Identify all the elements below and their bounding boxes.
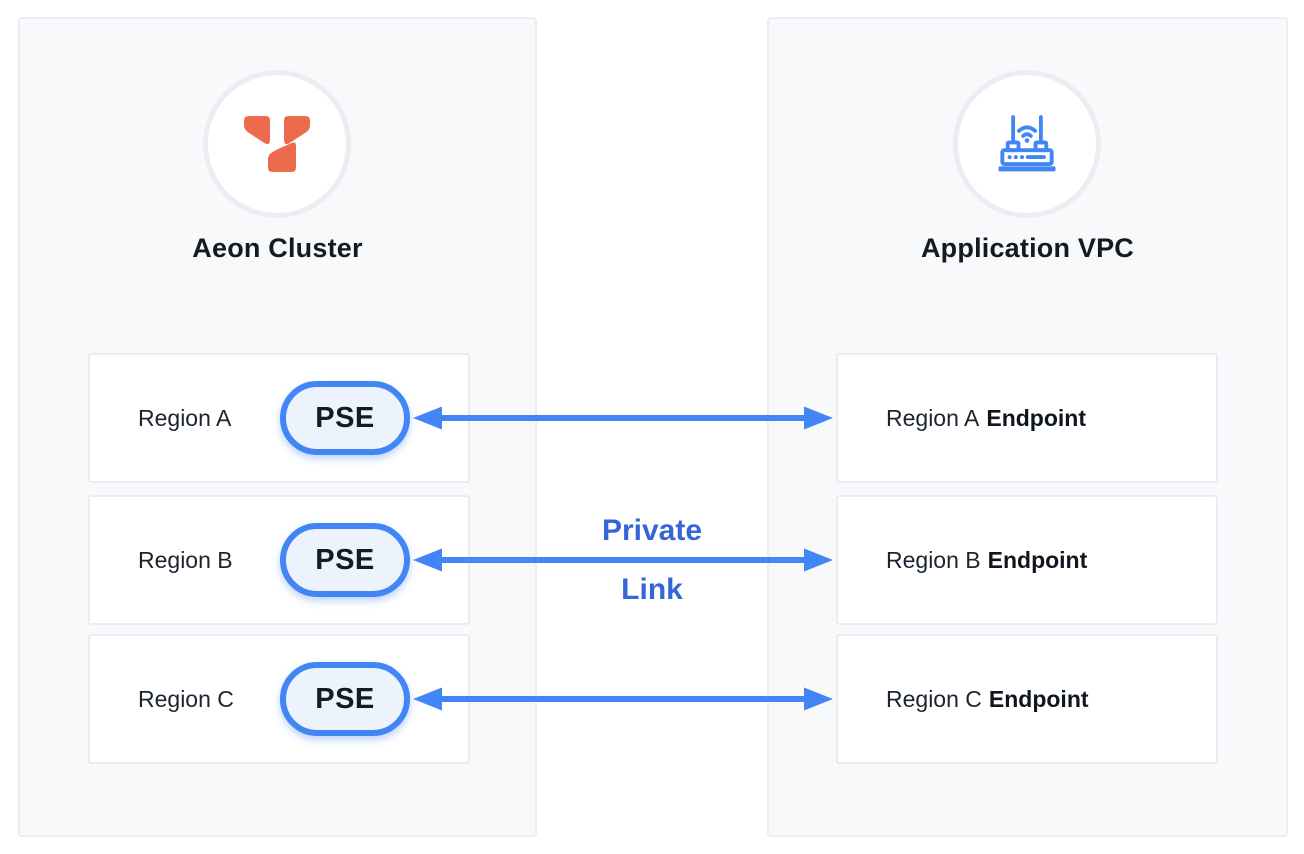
aeon-logo-badge xyxy=(203,70,351,218)
privatelink-arrow-region-a xyxy=(413,406,833,430)
wifi-router-icon xyxy=(998,115,1056,172)
region-b-pse-card: Region B PSE xyxy=(88,495,470,625)
router-badge xyxy=(953,70,1101,218)
region-a-pse-card: Region A PSE xyxy=(88,353,470,483)
privatelink-arrow-region-b xyxy=(413,548,833,572)
region-c-label: Region C xyxy=(138,685,234,712)
region-b-pse-pill: PSE xyxy=(280,523,410,597)
privatelink-arrow-region-c xyxy=(413,687,833,711)
private-link-label: Private Link xyxy=(542,516,762,605)
region-c-pse-pill: PSE xyxy=(280,662,410,736)
region-b-label: Region B xyxy=(138,546,233,573)
region-c-pse-card: Region C PSE xyxy=(88,634,470,764)
region-a-pse-pill: PSE xyxy=(280,381,410,455)
private-link-label-line2: Link xyxy=(621,573,683,606)
region-a-label: Region A xyxy=(138,404,232,431)
aeon-cluster-title: Aeon Cluster xyxy=(192,233,363,263)
private-link-label-line1: Private xyxy=(601,514,703,547)
aeon-logo-icon xyxy=(244,116,310,172)
application-vpc-title: Application VPC xyxy=(920,233,1134,263)
